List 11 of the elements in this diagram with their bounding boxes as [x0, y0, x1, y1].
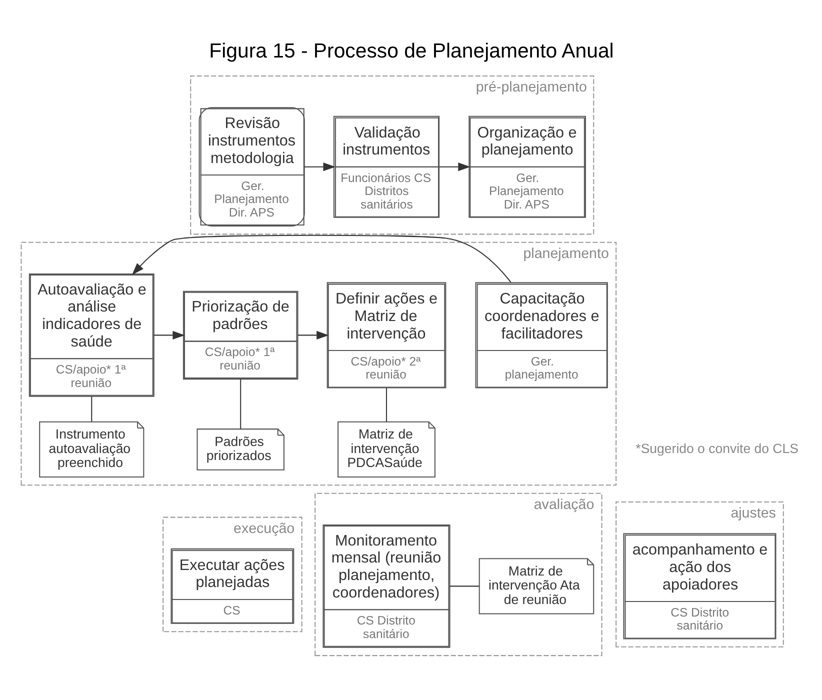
connector: [240, 378, 241, 428]
arrow: [297, 330, 328, 339]
arrow: [131, 234, 511, 282]
arrow: [153, 330, 184, 339]
connector: [449, 585, 479, 586]
connector: [90, 396, 92, 422]
arrow: [304, 162, 335, 171]
diagram-title: Figura 15 - Processo de Planejamento Anual: [208, 40, 614, 62]
arrow: [438, 162, 470, 171]
label: *Sugerido o convite do CLS: [635, 440, 798, 456]
connector: [386, 388, 387, 422]
